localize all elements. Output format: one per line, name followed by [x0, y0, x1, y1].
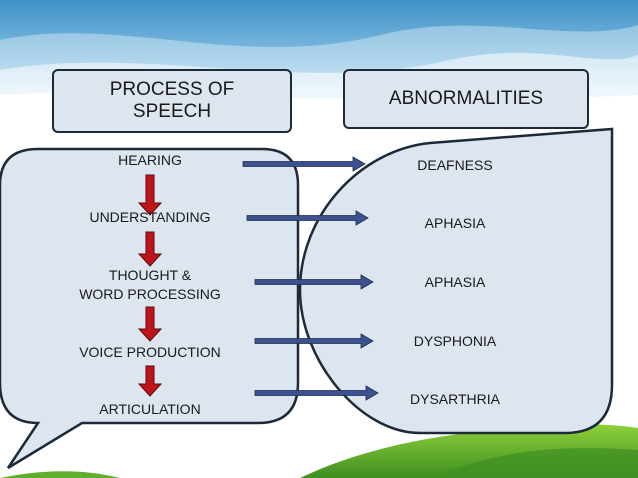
right-arrow: [242, 156, 366, 172]
step-articulation: ARTICULATION: [60, 400, 240, 419]
down-arrow: [137, 306, 163, 342]
grass-left: [0, 471, 120, 478]
grass-hill-2: [430, 448, 638, 478]
abnormality-aphasia-2: APHASIA: [424, 274, 486, 290]
abnormality-dysphonia: DYSPHONIA: [413, 333, 497, 349]
step-hearing: HEARING: [60, 151, 240, 170]
right-arrow: [254, 333, 374, 349]
step-label: VOICE PRODUCTION: [79, 344, 221, 360]
down-arrow: [137, 365, 163, 397]
down-arrows: [137, 174, 163, 397]
step-thought-word-processing: THOUGHT & WORD PROCESSING: [60, 266, 240, 304]
down-arrow: [137, 231, 163, 267]
right-arrow: [254, 385, 379, 401]
process-title-line1: PROCESS OF: [109, 79, 235, 100]
process-title-line2: SPEECH: [132, 101, 212, 122]
step-understanding: UNDERSTANDING: [60, 208, 240, 227]
step-label: UNDERSTANDING: [89, 209, 211, 225]
abnormalities-title: ABNORMALITIES: [343, 69, 589, 129]
abnormality-dysarthria: DYSARTHRIA: [410, 391, 500, 407]
abnormalities-title-text: ABNORMALITIES: [388, 88, 544, 109]
right-arrow: [254, 274, 374, 290]
step-label: ARTICULATION: [99, 401, 201, 417]
step-label-line2: WORD PROCESSING: [79, 286, 221, 302]
step-label: HEARING: [118, 152, 182, 168]
down-arrow: [137, 174, 163, 216]
abnormality-deafness: DEAFNESS: [417, 157, 493, 173]
right-arrows: [242, 156, 379, 401]
abnormalities-bubble: [298, 127, 614, 435]
step-voice-production: VOICE PRODUCTION: [60, 343, 240, 362]
right-arrow: [246, 210, 369, 226]
abnormality-aphasia-1: APHASIA: [424, 215, 486, 231]
step-label-line1: THOUGHT &: [108, 267, 192, 283]
process-of-speech-title: PROCESS OF SPEECH: [52, 69, 292, 133]
